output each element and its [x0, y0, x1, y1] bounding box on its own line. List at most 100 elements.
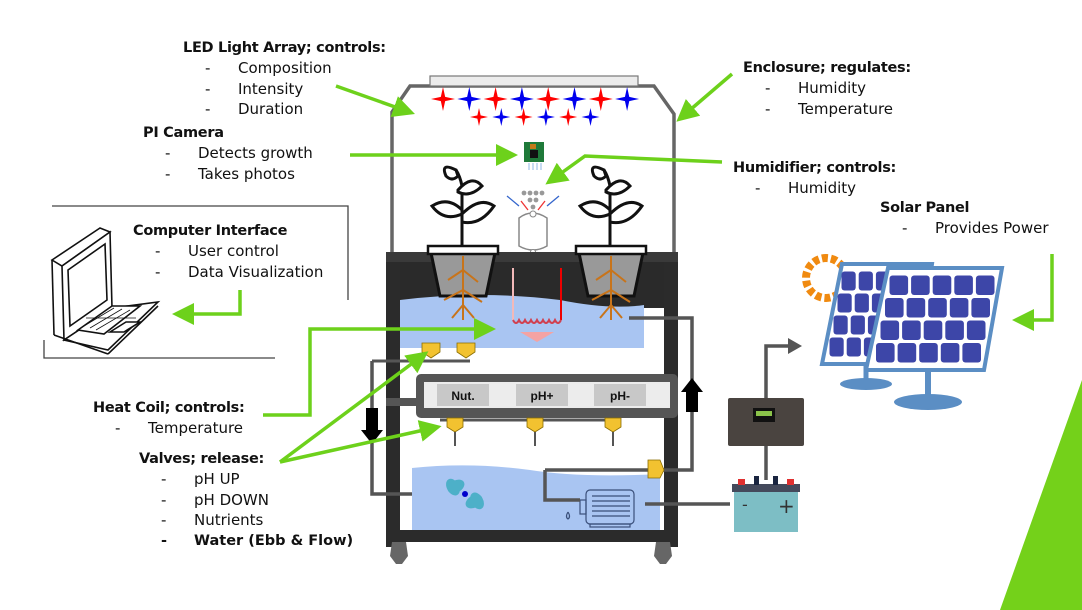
label-led-array: LED Light Array; controls: -Composition …: [183, 38, 386, 120]
solar-cell: [966, 320, 986, 340]
solar-cell: [850, 315, 865, 335]
humidifier-icon: [506, 190, 560, 255]
solar-cell: [928, 298, 947, 318]
label-heat-coil-title: Heat Coil; controls:: [93, 400, 245, 416]
led-red-star: [588, 87, 613, 111]
power-arrowhead: [788, 338, 802, 354]
valves-item: -pH DOWN: [161, 490, 269, 509]
valves-item: -Nutrients: [161, 511, 264, 529]
solar-cell: [962, 343, 981, 363]
solar-cell: [876, 343, 895, 363]
arrow-humidifier: [545, 154, 723, 185]
label-humidifier-title: Humidifier; controls:: [733, 160, 897, 176]
battery-minus-symbol: -: [742, 495, 748, 514]
led-blue-star: [492, 108, 511, 126]
solar-cell: [945, 320, 964, 340]
label-computer-title: Computer Interface: [133, 223, 288, 239]
lower-valves: [440, 417, 622, 446]
laptop-keyboard-grid: [83, 307, 136, 331]
led-red-star: [514, 108, 533, 126]
solar-panel-front: [863, 266, 1005, 410]
label-heat-coil: Heat Coil; controls: -Temperature: [93, 398, 245, 439]
label-enclosure: Enclosure; regulates: -Humidity -Tempera…: [743, 58, 911, 119]
valves-item-water: -Water (Ebb & Flow): [161, 532, 354, 549]
led-item: -Duration: [205, 100, 304, 118]
label-led-title: LED Light Array; controls:: [183, 40, 386, 56]
solar-cell: [829, 337, 844, 357]
solar-cell: [923, 320, 943, 340]
solar-cell: [919, 343, 938, 363]
solar-cell: [889, 275, 909, 295]
solar-cell: [833, 315, 848, 335]
plumbing-pipes: [370, 316, 790, 506]
arrow-enclosure: [676, 72, 734, 122]
led-blue-star: [615, 87, 640, 111]
arrow-led: [335, 84, 415, 118]
solar-cell: [841, 271, 856, 291]
humidifier-item: -Humidity: [755, 179, 857, 197]
led-red-star: [559, 108, 578, 126]
pi-camera-icon: [524, 142, 544, 170]
solar-item: -Provides Power: [902, 219, 1049, 237]
solar-cell: [971, 298, 990, 318]
label-valves-title: Valves; release:: [139, 451, 264, 467]
label-solar-title: Solar Panel: [880, 200, 970, 216]
arrow-solar: [1012, 254, 1054, 331]
heat-coil-icon: [512, 268, 562, 342]
solar-cell: [911, 275, 930, 295]
solar-cell: [897, 343, 917, 363]
solar-cell: [837, 293, 852, 313]
led-star-array: [431, 87, 640, 126]
tank-label-ph-up: pH+: [530, 389, 553, 403]
arrow-computer: [172, 290, 242, 325]
flow-arrow-down: [361, 408, 383, 444]
callout-arrows: [172, 72, 1054, 464]
valves-item: -pH UP: [161, 470, 240, 488]
tank-label-ph-down: pH-: [610, 389, 630, 403]
label-enclosure-title: Enclosure; regulates:: [743, 60, 911, 76]
solar-cell: [932, 275, 952, 295]
solar-cell: [940, 343, 960, 363]
led-blue-star: [457, 87, 482, 111]
camera-item: -Detects growth: [165, 144, 313, 162]
laptop-icon: [50, 227, 161, 355]
label-solar-panel: Solar Panel -Provides Power: [880, 198, 1049, 239]
solar-cell: [854, 293, 869, 313]
solar-cell: [902, 320, 921, 340]
led-item: -Composition: [205, 59, 332, 77]
camera-item: -Takes photos: [165, 164, 295, 183]
led-bar: [429, 75, 639, 87]
enclosure-item: -Humidity: [765, 79, 867, 97]
label-humidifier: Humidifier; controls: -Humidity: [733, 158, 896, 199]
solar-cell: [954, 275, 973, 295]
arrow-valves-upper: [278, 351, 429, 464]
computer-bracket: [43, 205, 349, 359]
label-camera-title: PI Camera: [143, 125, 224, 141]
label-pi-camera: PI Camera -Detects growth -Takes photos: [143, 123, 313, 184]
tank-label-nutrients: Nut.: [451, 389, 474, 403]
enclosure-item: -Temperature: [765, 99, 894, 118]
roots: [443, 256, 631, 320]
computer-item: -User control: [155, 242, 279, 260]
solar-cell: [906, 298, 926, 318]
solar-cell: [858, 271, 873, 291]
corner-accent-triangle: [1000, 380, 1082, 610]
arrow-heat-coil: [263, 318, 496, 417]
battery-plus-symbol: +: [778, 494, 795, 518]
led-blue-star: [581, 108, 600, 126]
led-red-star: [536, 87, 561, 111]
plant-left-icon: [429, 165, 497, 248]
led-red-star: [431, 87, 455, 111]
plant-right-icon: [577, 165, 645, 248]
solar-cell: [885, 298, 904, 318]
led-blue-star: [562, 87, 587, 111]
return-valve: [647, 459, 665, 479]
led-blue-star: [509, 87, 534, 111]
led-red-star: [470, 108, 488, 126]
led-red-star: [483, 87, 508, 111]
label-computer-interface: Computer Interface -User control -Data V…: [133, 221, 323, 282]
solar-cell: [949, 298, 969, 318]
flow-arrow-up: [681, 378, 703, 412]
